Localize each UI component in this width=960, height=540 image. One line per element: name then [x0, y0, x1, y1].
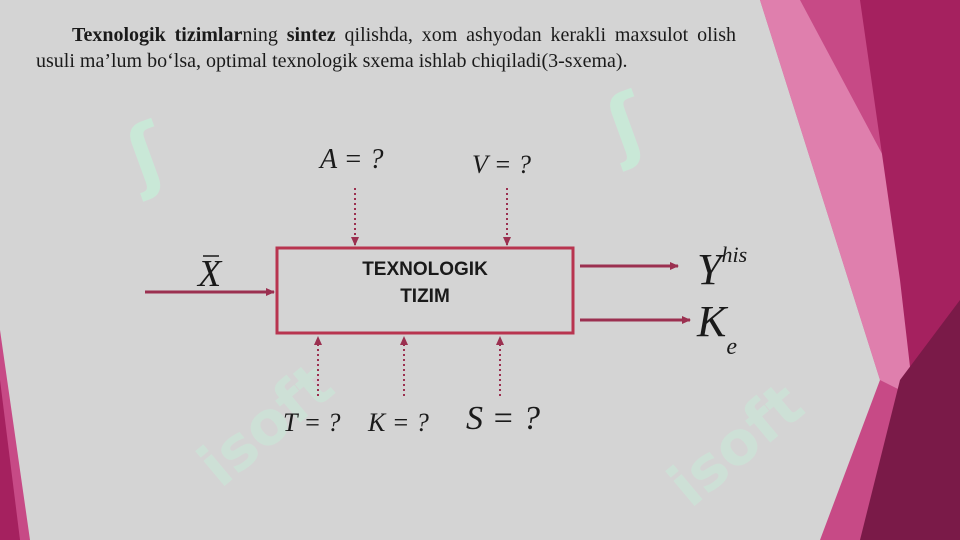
output-y-symbol: Y — [697, 245, 722, 294]
output-k-symbol: K — [697, 297, 727, 346]
output-y-label: Yhis — [697, 242, 748, 295]
box-line-1: TEXNOLOGIK — [362, 259, 488, 280]
top-input-v: V = ? — [472, 150, 531, 179]
system-box — [275, 246, 575, 335]
output-k-subscript: e — [726, 333, 738, 360]
box-line-2: TIZIM — [400, 286, 450, 307]
text-part: qilishda, xom ashyodan kerakli maxsulot … — [36, 24, 736, 72]
text-part: ning — [242, 24, 287, 46]
top-input-a: A = ? — [320, 144, 384, 175]
input-x-label: X — [198, 253, 222, 295]
bottom-input-k: K = ? — [368, 408, 429, 437]
system-box-label: TEXNOLOGIK TIZIM — [300, 256, 550, 310]
bottom-input-t: T = ? — [283, 408, 341, 437]
term-synthesis: sintez — [286, 24, 336, 46]
output-y-superscript: his — [721, 242, 748, 268]
output-k-label: Ke — [697, 296, 737, 360]
term-systems: Texnologik tizimlar — [72, 24, 243, 46]
intro-paragraph: Texnologik tizimlarning sintez qilishda,… — [36, 22, 736, 74]
bottom-input-s: S = ? — [466, 400, 540, 437]
